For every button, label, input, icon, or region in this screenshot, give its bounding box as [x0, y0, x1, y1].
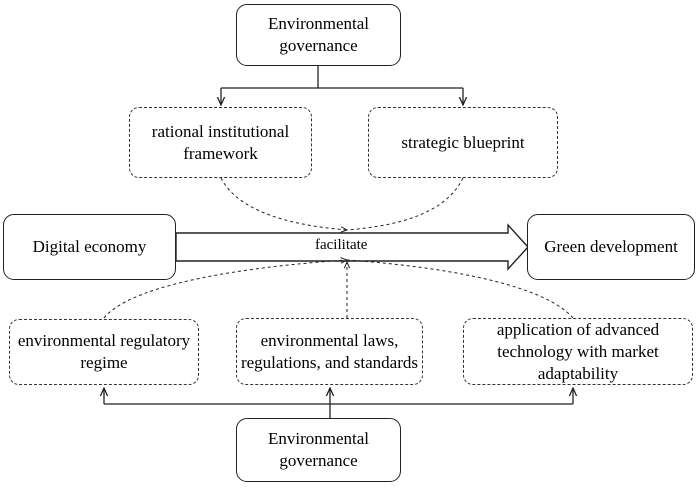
laws-regulations-label: environmental laws, regulations, and sta…: [240, 330, 419, 372]
regulatory-regime-box: environmental regulatory regime: [9, 319, 199, 385]
advanced-technology-box: application of advanced technology with …: [463, 318, 693, 385]
strategic-blueprint-box: strategic blueprint: [368, 107, 558, 178]
facilitate-label: facilitate: [313, 237, 370, 254]
laws-regulations-box: environmental laws, regulations, and sta…: [236, 318, 423, 385]
bottom-tree-connector: [104, 388, 573, 418]
curve-technology-to-arrow: [346, 259, 574, 319]
institutional-framework-box: rational institutional framework: [129, 107, 312, 178]
top-governance-box: Environmental governance: [236, 4, 401, 66]
top-tree-connector: [221, 66, 463, 105]
curve-blueprint-to-arrow: [346, 177, 464, 231]
top-governance-label: Environmental governance: [267, 14, 370, 55]
regulatory-regime-label: environmental regulatory regime: [17, 331, 191, 372]
bottom-governance-box: Environmental governance: [236, 418, 401, 482]
advanced-technology-label: application of advanced technology with …: [496, 319, 660, 383]
green-development-box: Green development: [527, 214, 695, 280]
digital-economy-label: Digital economy: [32, 237, 147, 256]
curve-institutional-to-arrow: [220, 177, 347, 230]
strategic-blueprint-label: strategic blueprint: [401, 132, 525, 152]
digital-economy-box: Digital economy: [3, 214, 176, 280]
green-development-label: Green development: [544, 237, 678, 256]
institutional-framework-label: rational institutional framework: [151, 121, 290, 163]
bottom-governance-label: Environmental governance: [267, 429, 370, 470]
